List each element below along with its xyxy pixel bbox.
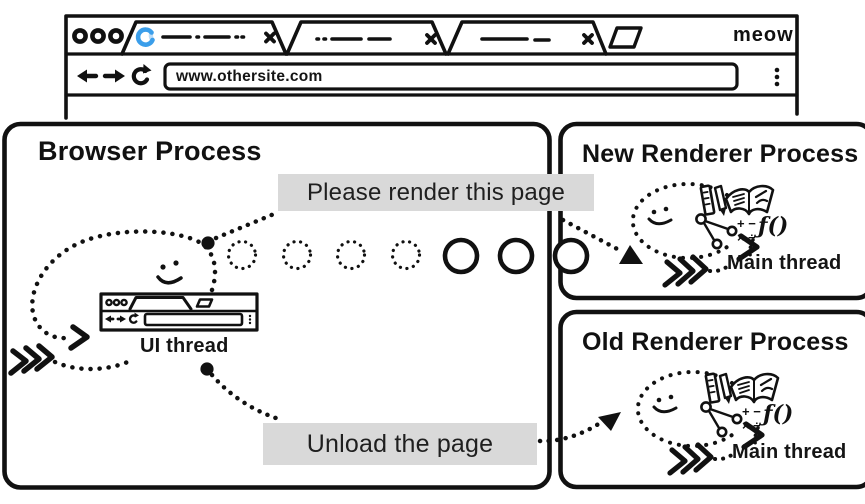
ui-thread-illustration xyxy=(8,229,259,376)
book-icon xyxy=(729,372,780,404)
close-icon xyxy=(582,33,594,45)
new-renderer-title: New Renderer Process xyxy=(582,140,859,168)
smiley-icon xyxy=(156,260,183,285)
render-anchor-dot xyxy=(201,236,215,250)
math-icon: × ÷ xyxy=(737,230,755,245)
unload-connector xyxy=(209,372,285,423)
new-main-thread-label: Main thread xyxy=(727,252,842,274)
render-connector xyxy=(213,211,277,241)
traffic-lights-icon xyxy=(72,28,124,44)
brand-label: meow xyxy=(733,24,794,46)
solid-circle xyxy=(442,237,480,275)
speed-chevrons-icon xyxy=(8,343,55,376)
speed-trail xyxy=(713,453,734,462)
smiley-icon xyxy=(652,394,678,414)
pencil-icon xyxy=(718,372,733,404)
loop-arrowhead-icon xyxy=(736,233,760,262)
solid-circle xyxy=(552,237,590,275)
tab-outline xyxy=(285,20,448,56)
back-icon xyxy=(77,69,99,83)
math-icon: × ÷ xyxy=(742,418,760,433)
ruler-icon xyxy=(699,184,716,216)
kebab-menu-icon xyxy=(774,67,780,87)
book-icon xyxy=(724,184,775,216)
tab-2 xyxy=(285,20,448,56)
ipc-circles xyxy=(226,237,590,275)
speed-trail xyxy=(52,358,133,372)
tab-title-scribble xyxy=(480,37,551,42)
math-icon: + − xyxy=(737,216,756,231)
close-icon xyxy=(264,31,276,44)
dotted-circle xyxy=(226,239,258,271)
reload-icon xyxy=(131,64,152,86)
dom-tree-icon xyxy=(695,213,738,250)
close-icon xyxy=(425,33,437,45)
solid-circle xyxy=(497,237,535,275)
tab-outline xyxy=(446,20,608,56)
url-bar xyxy=(163,62,739,91)
dotted-circle xyxy=(335,239,367,271)
ruler-icon xyxy=(704,372,721,404)
render-message-label: Please render this page xyxy=(278,174,594,211)
loop-arrowhead-icon xyxy=(741,421,765,450)
new-renderer-main-thread: + − × ÷ ƒ() xyxy=(630,182,788,288)
speed-chevrons-icon xyxy=(662,254,709,288)
spinner-icon xyxy=(135,27,155,47)
tab-3 xyxy=(446,20,608,56)
function-icon: ƒ() xyxy=(758,401,793,427)
pencil-icon xyxy=(713,184,728,216)
task-icons: + − × ÷ ƒ() xyxy=(695,184,788,261)
dom-tree-icon xyxy=(700,401,743,438)
mini-browser-icon xyxy=(99,292,259,332)
dotted-circle xyxy=(281,239,313,271)
forward-icon xyxy=(102,69,125,83)
speed-trail xyxy=(708,265,729,274)
browser-window xyxy=(64,14,799,120)
browser-process-title: Browser Process xyxy=(38,136,262,166)
speed-chevrons-icon xyxy=(667,442,714,476)
old-renderer-title: Old Renderer Process xyxy=(582,328,849,356)
arrow-to-old-renderer xyxy=(537,420,603,444)
window-frame xyxy=(64,14,799,120)
arrowhead-old-renderer xyxy=(598,412,621,431)
ui-thread-label: UI thread xyxy=(140,335,229,357)
arrowhead-new-renderer xyxy=(619,245,643,264)
smiley-icon xyxy=(647,206,673,226)
dotted-circle xyxy=(390,239,422,271)
old-main-thread-label: Main thread xyxy=(732,441,847,463)
new-tab-button-icon xyxy=(608,26,643,49)
arrow-to-new-renderer xyxy=(560,217,624,254)
tab-1 xyxy=(120,20,288,56)
function-icon: ƒ() xyxy=(753,213,788,239)
unload-anchor-dot xyxy=(200,362,214,376)
old-renderer-main-thread: + − × ÷ ƒ() xyxy=(635,370,793,476)
tab-outline xyxy=(120,20,288,56)
url-text: www.othersite.com xyxy=(176,68,323,85)
math-icon: + − xyxy=(742,404,761,419)
loop-arrowhead-icon xyxy=(68,324,90,351)
task-icons: + − × ÷ ƒ() xyxy=(700,372,793,449)
browser-process-box xyxy=(2,121,552,490)
unload-message-label: Unload the page xyxy=(263,423,537,465)
